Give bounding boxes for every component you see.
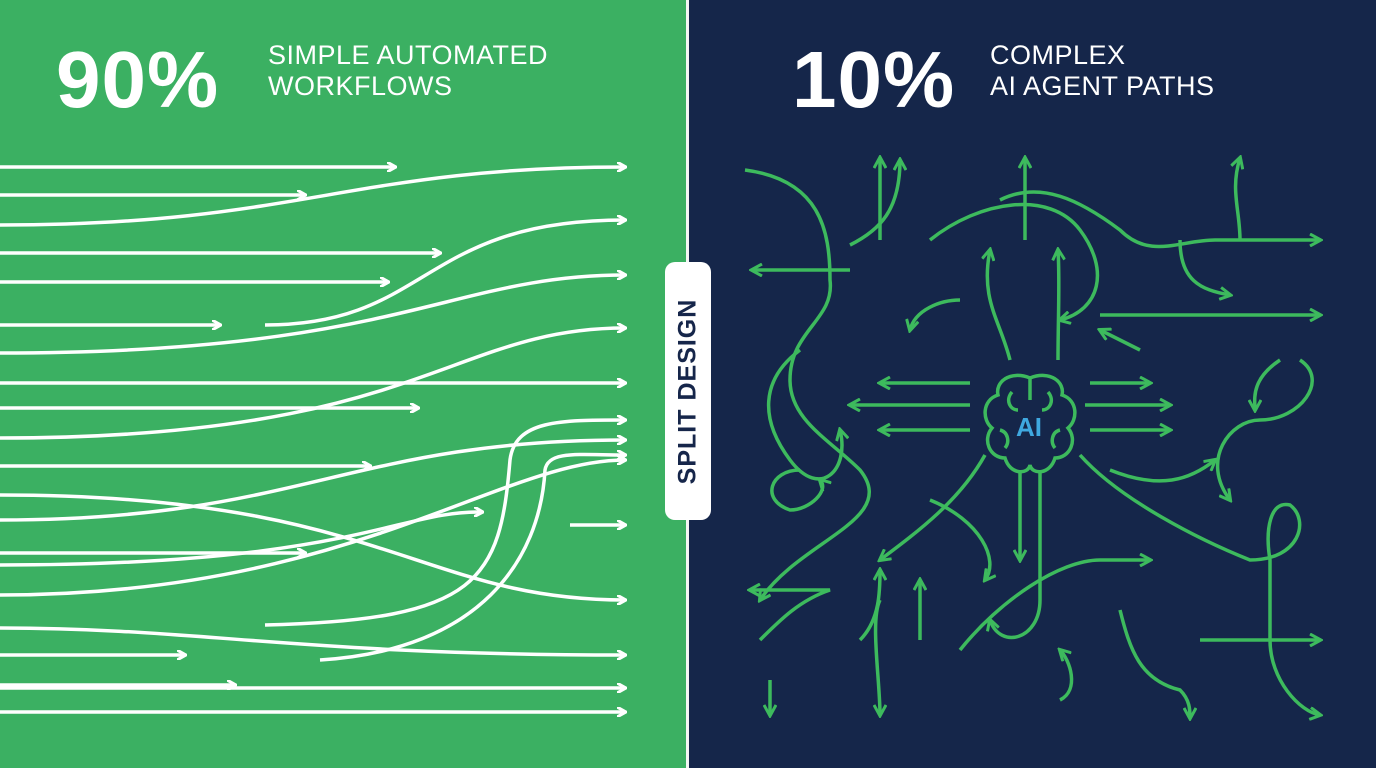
agent-path-arrow	[1178, 239, 1230, 295]
ai-label: AI	[1016, 412, 1042, 442]
agent-path-arrow	[1236, 158, 1240, 241]
agent-path-arrow	[1078, 453, 1320, 715]
agent-path-arrow	[929, 498, 990, 580]
workflow-arrow	[0, 328, 625, 440]
brain-icon	[983, 373, 1077, 474]
agent-path-arrow	[1109, 460, 1215, 483]
agent-path-arrow	[1255, 358, 1281, 410]
right-percent: 10%	[792, 35, 956, 124]
workflow-arrow	[0, 275, 625, 355]
workflow-arrow	[0, 460, 625, 597]
agent-path-arrow	[999, 190, 1320, 249]
agent-path-arrow	[858, 570, 880, 642]
workflow-arrow	[319, 454, 625, 662]
agent-path-arrow	[849, 160, 900, 247]
agent-path-arrow	[876, 599, 880, 715]
agent-path-arrow	[880, 454, 987, 560]
right-label-line2: AI AGENT PATHS	[990, 71, 1215, 101]
workflow-arrow	[0, 493, 625, 600]
left-percent: 90%	[56, 35, 220, 124]
workflow-arrow	[0, 626, 625, 655]
agent-path-arrow	[958, 560, 1150, 652]
agent-path-arrow	[1216, 358, 1314, 500]
agent-path-arrow	[770, 468, 823, 512]
agent-path-arrow	[990, 470, 1042, 640]
agent-path-arrow	[1100, 330, 1141, 352]
left-label-line1: SIMPLE AUTOMATED	[268, 40, 549, 70]
agent-path-arrow	[1118, 609, 1190, 718]
agent-path-arrow	[1058, 250, 1059, 361]
workflow-arrow	[264, 220, 625, 327]
workflow-arrow	[0, 512, 482, 567]
split-design-badge: SPLIT DESIGN	[665, 262, 711, 520]
agent-path-arrow	[750, 590, 831, 642]
split-design-label: SPLIT DESIGN	[673, 298, 702, 484]
agent-path-arrow	[767, 348, 842, 481]
right-label-line1: COMPLEX	[990, 40, 1126, 70]
agent-path-arrow	[910, 298, 961, 330]
workflow-arrow	[0, 440, 625, 522]
agent-path-arrow	[987, 250, 1012, 361]
workflow-arrow	[0, 167, 625, 227]
workflow-arrow	[264, 420, 625, 627]
agent-path-arrow	[744, 168, 871, 600]
agent-path-arrow	[928, 202, 1100, 320]
agent-path-arrow	[1060, 650, 1074, 702]
left-label-line2: WORKFLOWS	[268, 71, 453, 101]
